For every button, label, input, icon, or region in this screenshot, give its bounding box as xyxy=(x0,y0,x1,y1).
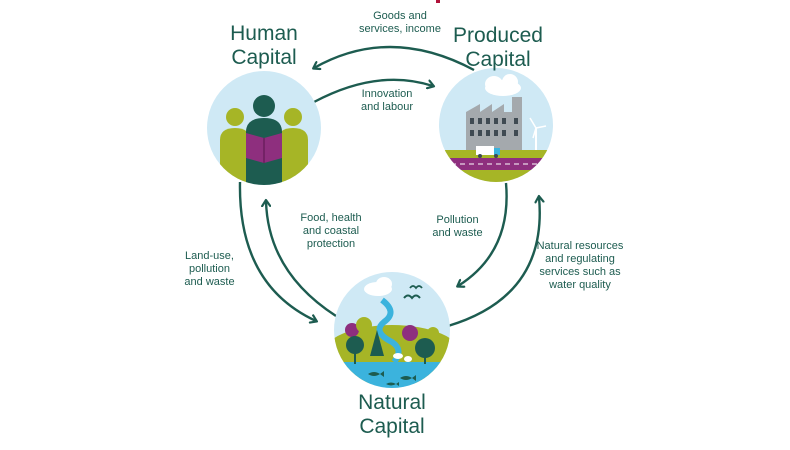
arrow-natural-to-produced xyxy=(447,197,540,328)
people-reading-icon xyxy=(207,71,321,185)
label-goods-services-income: Goods and services, income xyxy=(359,10,441,35)
natural-capital-title: Natural Capital xyxy=(358,391,426,438)
nature-icon xyxy=(334,272,450,388)
arrow-natural-to-human xyxy=(266,201,337,318)
label-landuse-pollution-waste: Land-use, pollution and waste xyxy=(184,250,235,288)
arrow-human-to-produced xyxy=(313,78,433,104)
label-food-health-coastal: Food, health and coastal protection xyxy=(300,212,362,250)
factory-icon xyxy=(439,68,553,182)
label-innovation-labour: Innovation and labour xyxy=(361,88,413,113)
arrow-produced-to-human xyxy=(314,45,475,72)
label-natural-resources: Natural resources and regulating service… xyxy=(536,240,624,291)
arrow-human-to-natural xyxy=(238,181,316,321)
top-accent-mark xyxy=(436,0,440,3)
arrow-produced-to-natural xyxy=(458,182,508,286)
produced-capital-title: Produced Capital xyxy=(453,24,543,71)
label-pollution-waste: Pollution and waste xyxy=(432,214,483,239)
human-capital-title: Human Capital xyxy=(230,22,298,69)
